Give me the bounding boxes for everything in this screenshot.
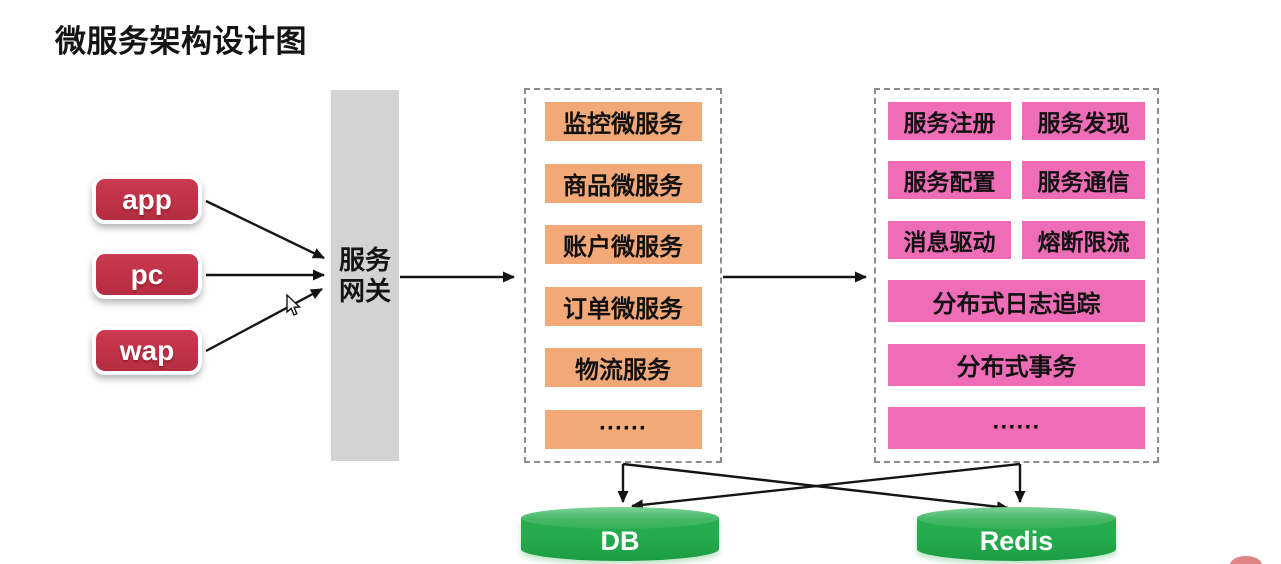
gateway-label-line2: 网关	[338, 275, 391, 306]
service-item-label: 账户微服务	[563, 234, 683, 262]
db-label: DB	[600, 525, 640, 556]
service-item-order: 订单微服务	[544, 286, 702, 326]
governance-row: 消息驱动 熔断限流	[888, 220, 1145, 259]
page-title: 微服务架构设计图	[55, 24, 307, 59]
service-item-label: 订单微服务	[563, 295, 683, 323]
client-label-wap: wap	[119, 334, 175, 366]
governance-item-label: 分布式事务	[956, 354, 1077, 382]
service-item-label: 监控微服务	[563, 111, 683, 138]
governance-item-label: 服务注册	[903, 110, 996, 136]
governance-item-circuit-breaker: 熔断限流	[1022, 220, 1145, 259]
governance-item-message-driven: 消息驱动	[888, 220, 1011, 259]
governance-item-label: ······	[992, 413, 1041, 441]
governance-item-distributed-transaction: 分布式事务	[888, 343, 1145, 386]
db-cylinder: DB	[521, 507, 719, 561]
redis-cylinder-top	[917, 507, 1116, 529]
service-item-label: 商品微服务	[563, 172, 683, 200]
governance-item-registry: 服务注册	[888, 102, 1011, 140]
client-label-pc: pc	[130, 258, 164, 290]
redis-label: Redis	[979, 525, 1054, 556]
arrow-wap-to-gateway	[205, 287, 323, 353]
redis-cylinder: Redis	[917, 507, 1116, 561]
service-item-logistics: 物流服务	[544, 348, 702, 388]
governance-item-label: 服务通信	[1037, 169, 1130, 196]
service-item-account: 账户微服务	[544, 225, 702, 265]
governance-item-label: 消息驱动	[903, 228, 996, 255]
gateway-label-line1: 服务	[338, 244, 391, 275]
arrow-governance-to-db	[631, 462, 1021, 511]
client-node-wap: wap	[92, 326, 202, 375]
client-label-app: app	[122, 183, 172, 215]
service-item-ellipsis: ······	[544, 409, 702, 449]
service-item-product: 商品微服务	[544, 163, 702, 203]
governance-item-label: 服务配置	[903, 169, 996, 196]
governance-item-distributed-tracing: 分布式日志追踪	[888, 280, 1145, 323]
client-node-pc: pc	[92, 250, 202, 299]
governance-item-ellipsis: ······	[888, 406, 1145, 449]
arrow-app-to-gateway	[205, 199, 325, 260]
db-cylinder-top	[521, 507, 719, 529]
client-node-app: app	[92, 175, 202, 224]
governance-item-config: 服务配置	[888, 161, 1011, 200]
governance-item-communication: 服务通信	[1022, 161, 1145, 200]
governance-row: 服务注册 服务发现	[888, 102, 1145, 140]
governance-item-label: 分布式日志追踪	[932, 290, 1101, 318]
service-item-label: 物流服务	[575, 357, 671, 385]
governance-item-label: 熔断限流	[1037, 228, 1130, 255]
governance-row: 服务配置 服务通信	[888, 161, 1145, 200]
gateway-node: 服务 网关	[331, 90, 399, 461]
governance-panel: 服务注册 服务发现 服务配置 服务通信 消息驱动 熔断限流 分布式日志追踪 分布…	[874, 88, 1159, 463]
service-item-monitor: 监控微服务	[544, 102, 702, 141]
arrow-services-to-redis	[622, 462, 1009, 513]
governance-item-discovery: 服务发现	[1022, 102, 1145, 140]
mouse-cursor-icon	[286, 294, 302, 316]
governance-item-label: 服务发现	[1037, 110, 1130, 136]
services-panel: 监控微服务 商品微服务 账户微服务 订单微服务 物流服务 ······	[524, 88, 722, 463]
watermark-dot	[1230, 556, 1262, 564]
service-item-label: ······	[599, 415, 647, 443]
